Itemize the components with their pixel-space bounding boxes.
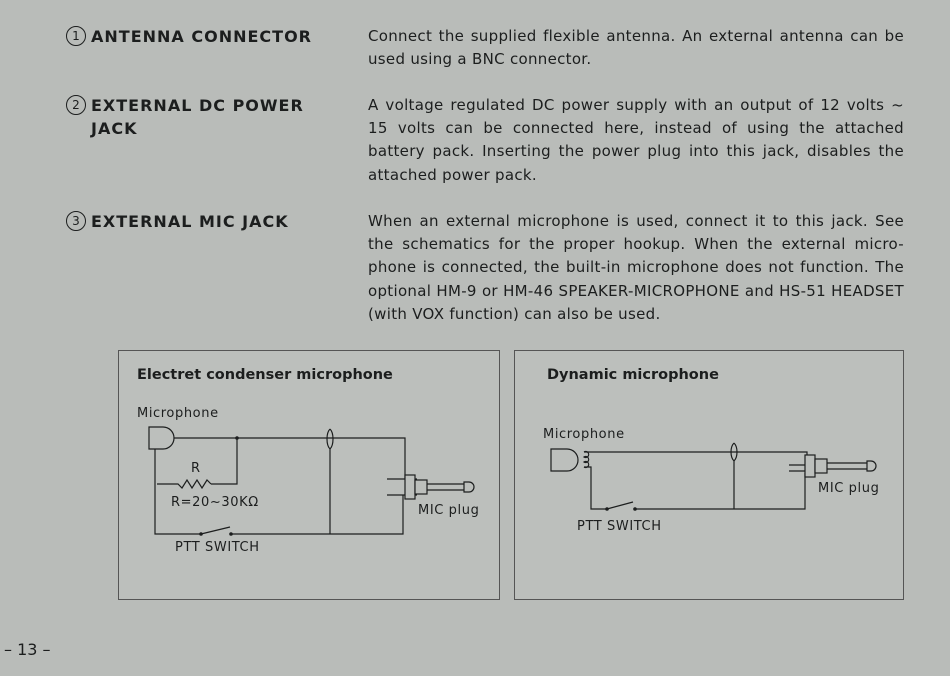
mic-plug-collar-icon — [414, 479, 428, 495]
item-description: A voltage regulated DC power supply with… — [368, 96, 904, 184]
item-title: EXTERNAL DC POWER JACK — [91, 96, 304, 138]
wire-crossing-icon — [329, 428, 334, 450]
microphone-capsule-icon — [550, 448, 579, 472]
ptt-switch-label: PTT SWITCH — [175, 540, 260, 555]
mic-plug-tip-icon — [463, 481, 475, 493]
mic-plug-label: MIC plug — [418, 503, 480, 518]
item-number-circle: 3 — [66, 211, 86, 231]
microphone-capsule-icon — [148, 426, 175, 450]
microphone-label: Microphone — [543, 427, 625, 442]
bottom-wire — [635, 473, 806, 510]
diagram-title: Dynamic microphone — [547, 367, 719, 383]
item-description: Connect the supplied flexible antenna. A… — [368, 27, 904, 69]
dynamic-mic-diagram: Dynamic microphone Microphone PTT SWITCH… — [514, 350, 904, 600]
switch-contact-dot — [229, 532, 233, 536]
resistor-icon — [157, 478, 212, 490]
item-number-circle: 2 — [66, 95, 86, 115]
bottom-wire — [231, 495, 404, 535]
item-number-circle: 1 — [66, 26, 86, 46]
ptt-switch-label: PTT SWITCH — [577, 519, 662, 534]
mic-plug-body-icon — [404, 474, 416, 500]
mic-plug-tip-icon — [866, 460, 877, 472]
electret-mic-diagram: Electret condenser microphone Microphone… — [118, 350, 500, 600]
microphone-label: Microphone — [137, 406, 219, 421]
item-description: When an external microphone is used, con… — [368, 212, 904, 323]
ptt-switch-icon — [606, 501, 634, 510]
item-title: EXTERNAL MIC JACK — [91, 212, 289, 231]
mic-plug-label: MIC plug — [818, 481, 880, 496]
item-title: ANTENNA CONNECTOR — [91, 27, 312, 46]
diagram-title: Electret condenser microphone — [137, 367, 393, 383]
switch-contact-dot — [199, 532, 203, 536]
ptt-switch-icon — [200, 526, 231, 535]
page-number: – 13 – — [4, 640, 51, 659]
left-wire — [584, 466, 607, 510]
switch-contact-dot — [605, 507, 609, 511]
mic-plug-collar-icon — [814, 458, 828, 474]
resistor-branch-wire — [211, 438, 238, 485]
resistor-value-label: R=20~30KΩ — [171, 495, 259, 510]
microphone-coil-icon — [582, 450, 590, 469]
middle-wire — [730, 442, 735, 509]
middle-wire — [326, 428, 331, 534]
dynamic-schematic — [550, 442, 877, 511]
wire-crossing-icon — [733, 442, 738, 462]
electret-schematic — [148, 426, 475, 536]
top-wire — [174, 437, 406, 479]
left-wire — [154, 449, 201, 535]
top-wire — [584, 451, 808, 465]
item-heading: 2 EXTERNAL DC POWER JACK — [66, 94, 306, 140]
resistor-label: R — [191, 461, 201, 476]
item-heading: 3 EXTERNAL MIC JACK — [66, 210, 356, 233]
mic-plug-body-icon — [804, 454, 816, 478]
item-heading: 1 ANTENNA CONNECTOR — [66, 25, 356, 48]
